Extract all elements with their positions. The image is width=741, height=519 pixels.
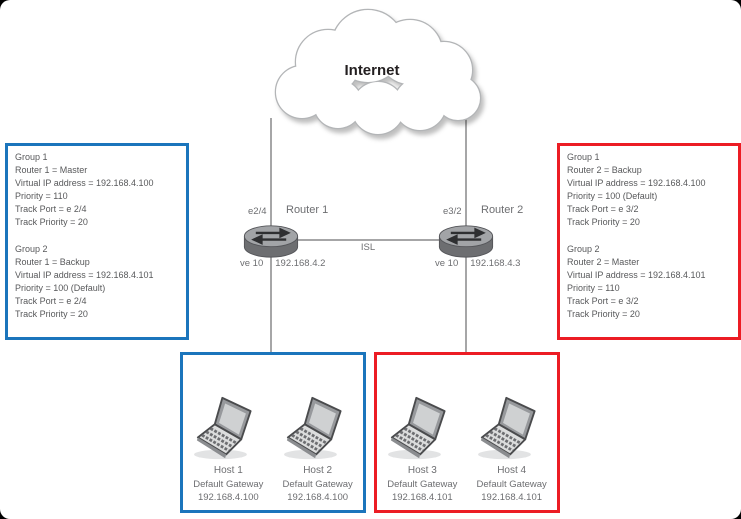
internet-cloud-icon <box>274 8 482 136</box>
router1-port-label: e2/4 <box>248 206 267 217</box>
router2-ip: 192.168.4.3 <box>470 258 521 269</box>
config-line: Track Port = e 2/4 <box>15 295 87 306</box>
router1-icon <box>240 222 302 260</box>
config-line: Router 1 = Backup <box>15 256 90 267</box>
isl-label: ISL <box>360 242 376 253</box>
host-name: Host 3 <box>407 465 437 476</box>
host-group2-box: Host 3 Default Gateway 192.168.4.101 Hos… <box>374 352 560 513</box>
host-gateway-label: Default Gateway <box>387 479 458 490</box>
host-gateway-ip: 192.168.4.100 <box>197 492 259 503</box>
config-line: Router 1 = Master <box>15 165 88 176</box>
config-line: Virtual IP address = 192.168.4.100 <box>15 178 154 189</box>
router2-name: Router 2 <box>481 204 524 216</box>
group-title: Group 1 <box>15 152 48 162</box>
config-line: Router 2 = Master <box>567 256 640 267</box>
host-gateway-label: Default Gateway <box>476 479 547 490</box>
host: Host 3 Default Gateway 192.168.4.101 <box>378 396 466 504</box>
group-title: Group 1 <box>567 152 600 162</box>
router2-interface: ve 10 192.168.4.3 <box>435 258 520 269</box>
laptop-icon <box>383 396 461 462</box>
host: Host 2 Default Gateway 192.168.4.100 <box>274 396 362 504</box>
config-line: Track Priority = 20 <box>567 217 640 228</box>
config-line: Track Port = e 2/4 <box>15 204 87 215</box>
config-group: Group 1 Router 2 = Backup Virtual IP add… <box>567 151 738 230</box>
router1-ve-label: ve 10 <box>240 258 264 269</box>
router2-ve-label: ve 10 <box>435 258 459 269</box>
host: Host 1 Default Gateway 192.168.4.100 <box>184 396 272 504</box>
router2-config-box: Group 1 Router 2 = Backup Virtual IP add… <box>557 143 741 340</box>
config-line: Priority = 100 (Default) <box>15 282 106 293</box>
host-gateway-ip: 192.168.4.101 <box>391 492 453 503</box>
host-gateway-ip: 192.168.4.100 <box>287 492 349 503</box>
laptop-icon <box>279 396 357 462</box>
router1-name: Router 1 <box>286 204 329 216</box>
config-line: Priority = 110 <box>15 191 68 202</box>
config-line: Track Priority = 20 <box>15 309 88 320</box>
group-title: Group 2 <box>567 243 600 254</box>
config-line: Track Port = e 3/2 <box>567 204 639 215</box>
router2-port-label: e3/2 <box>443 206 462 217</box>
config-line: Virtual IP address = 192.168.4.101 <box>15 269 154 280</box>
router2-icon <box>435 222 497 260</box>
config-line: Virtual IP address = 192.168.4.101 <box>567 269 706 280</box>
config-line: Track Priority = 20 <box>567 309 640 320</box>
config-group: Group 2 Router 2 = Master Virtual IP add… <box>567 243 738 322</box>
host-gateway-ip: 192.168.4.101 <box>481 492 543 503</box>
internet-label: Internet <box>344 62 400 79</box>
host-name: Host 2 <box>303 465 333 476</box>
host-gateway-label: Default Gateway <box>193 479 264 490</box>
config-line: Track Port = e 3/2 <box>567 295 639 306</box>
config-line: Virtual IP address = 192.168.4.100 <box>567 178 706 189</box>
config-line: Priority = 100 (Default) <box>567 191 658 202</box>
host-group1-box: Host 1 Default Gateway 192.168.4.100 Hos… <box>180 352 366 513</box>
config-line: Priority = 110 <box>567 282 620 293</box>
group-title: Group 2 <box>15 243 48 254</box>
host-name: Host 4 <box>497 465 527 476</box>
router1-config-box: Group 1 Router 1 = Master Virtual IP add… <box>5 143 189 340</box>
host-gateway-label: Default Gateway <box>282 479 353 490</box>
router1-interface: ve 10 192.168.4.2 <box>240 258 325 269</box>
config-line: Router 2 = Backup <box>567 165 642 176</box>
config-group: Group 1 Router 1 = Master Virtual IP add… <box>15 151 186 230</box>
laptop-icon <box>189 396 267 462</box>
laptop-icon <box>473 396 551 462</box>
router1-ip: 192.168.4.2 <box>275 258 326 269</box>
host: Host 4 Default Gateway 192.168.4.101 <box>468 396 556 504</box>
config-line: Track Priority = 20 <box>15 217 88 228</box>
config-group: Group 2 Router 1 = Backup Virtual IP add… <box>15 243 186 322</box>
host-name: Host 1 <box>213 465 243 476</box>
